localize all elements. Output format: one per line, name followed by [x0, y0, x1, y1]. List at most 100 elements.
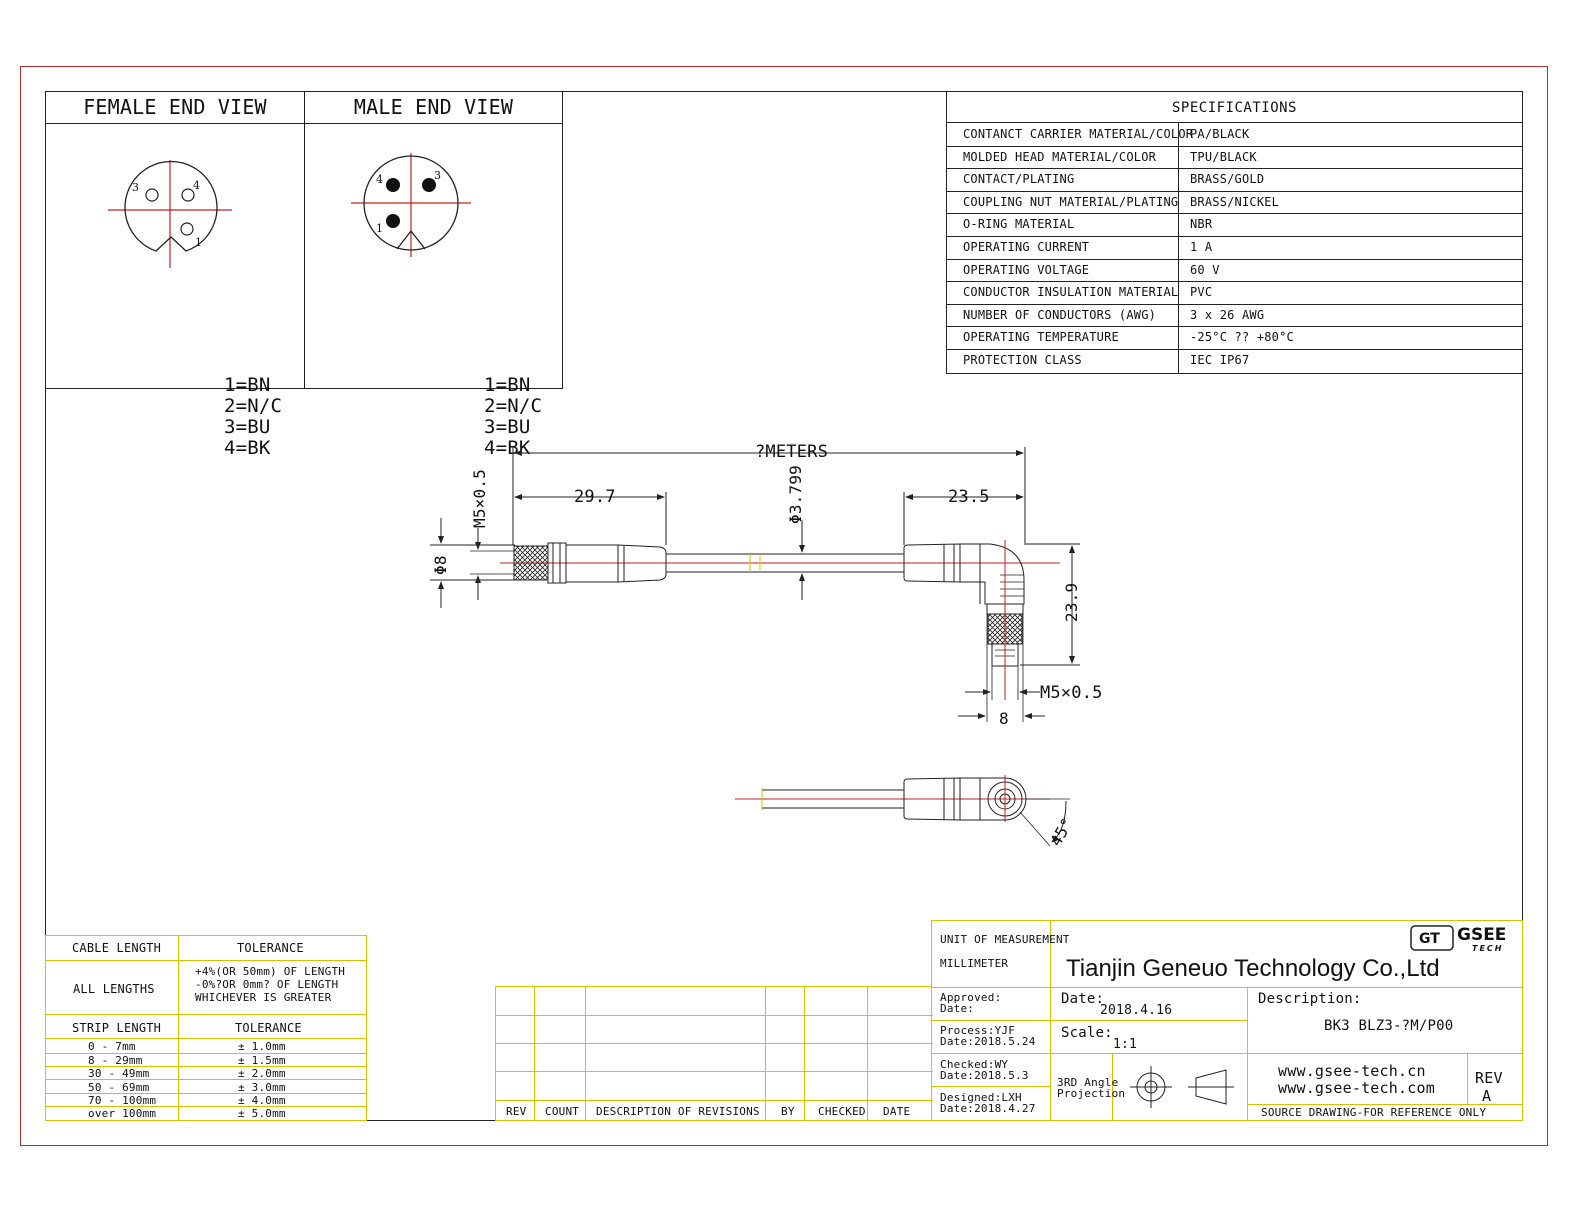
projection-line: 3RD Angle: [1057, 1076, 1119, 1089]
strip-tolerance: ± 2.0mm: [238, 1067, 286, 1080]
strip-tolerance: ± 3.0mm: [238, 1081, 286, 1094]
female-molded-head: [513, 542, 667, 584]
spec-value: 1 A: [1190, 240, 1213, 254]
company-logo: [1410, 925, 1454, 951]
unit-of-measurement-label: UNIT OF MEASUREMENT: [940, 933, 1070, 946]
spec-key: O-RING MATERIAL: [963, 217, 1075, 232]
spec-value: PA/BLACK: [1190, 127, 1250, 141]
male-pin-label-4: 4: [376, 173, 383, 186]
female-connector-face: [108, 160, 232, 268]
spec-value: 60 V: [1190, 262, 1220, 277]
angled-height-label: 23.9: [1062, 582, 1081, 622]
angled-head-length-dimension: [903, 492, 1024, 545]
specifications-title: SPECIFICATIONS: [947, 92, 1522, 123]
revision-header: DESCRIPTION OF REVISIONS: [596, 1105, 760, 1118]
tolerance-table: CABLE LENGTH TOLERANCE ALL LENGTHS +4%(O…: [45, 935, 367, 1121]
female-thread-label: M5×0.5: [470, 469, 489, 528]
description-value: BK3 BLZ3-?M/P00: [1324, 1018, 1454, 1034]
overall-length-dimension: [512, 447, 1026, 545]
strip-range: 8 - 29mm: [88, 1054, 143, 1067]
cable-diameter-label: Φ3.799: [786, 465, 805, 524]
rev-value: A: [1482, 1087, 1492, 1105]
logo-name: GSEE: [1457, 925, 1507, 945]
male-pin-label-3: 3: [434, 169, 441, 182]
spec-key: COUPLING NUT MATERIAL/PLATING: [963, 194, 1179, 209]
all-lengths-tolerance-line: WHICHEVER IS GREATER: [195, 991, 332, 1004]
wiring-entry: 1=BN: [484, 374, 531, 396]
logo-subtitle: TECH: [1472, 944, 1504, 953]
title-block: UNIT OF MEASUREMENT MILLIMETER Tianjin G…: [931, 920, 1523, 1121]
revision-header: DATE: [883, 1105, 911, 1118]
wiring-entry: 3=BU: [224, 416, 271, 438]
logo-mark: GT: [1419, 931, 1440, 947]
spec-row: NUMBER OF CONDUCTORS (AWG)3 x 26 AWG: [947, 304, 1522, 328]
revisions-table: REV COUNT DESCRIPTION OF REVISIONS BY CH…: [495, 986, 933, 1121]
revision-header: REV: [506, 1105, 527, 1118]
website-cn: www.gsee-tech.cn: [1278, 1062, 1426, 1080]
scale-label: Scale:: [1061, 1025, 1113, 1041]
spec-key: OPERATING TEMPERATURE: [963, 330, 1119, 345]
strip-length-header: STRIP LENGTH: [72, 1021, 162, 1035]
spec-value: BRASS/NICKEL: [1190, 194, 1280, 209]
designed-date: Date:2018.4.27: [940, 1102, 1036, 1115]
scale-value: 1:1: [1113, 1037, 1138, 1052]
spec-value: -25°C ?? +80°C: [1190, 330, 1294, 345]
strip-range: 0 - 7mm: [88, 1040, 136, 1053]
process-by: Process:YJF: [940, 1024, 1016, 1037]
female-diameter-dimensions: [430, 518, 515, 608]
tolerance-header: TOLERANCE: [237, 941, 304, 955]
spec-row: OPERATING CURRENT 1 A: [947, 236, 1522, 260]
website-com: www.gsee-tech.com: [1278, 1079, 1435, 1097]
projection-line: Projection: [1057, 1087, 1126, 1100]
angled-molded-head: [903, 540, 1025, 700]
spec-key: PROTECTION CLASS: [963, 353, 1082, 367]
male-end-view-panel: MALE END VIEW 4 3 1 1=BN 2=N/C 3=BU 4=BK: [304, 91, 563, 459]
spec-key: CONTACT/PLATING: [963, 172, 1075, 187]
checked-by: Checked:WY: [940, 1058, 1009, 1071]
strip-tolerance: ± 1.5mm: [238, 1054, 286, 1067]
wiring-entry: 2=N/C: [224, 395, 283, 417]
female-head-length-dimension: [514, 492, 667, 545]
date-value: 2018.4.16: [1100, 1003, 1173, 1018]
third-angle-projection-symbol: [1130, 1066, 1234, 1108]
strip-tolerance: ± 1.0mm: [238, 1040, 286, 1053]
male-wiring-legend: 1=BN 2=N/C 3=BU 4=BK: [484, 375, 542, 459]
drawing-outer-border: [20, 66, 1548, 1146]
angled-width-label: 8: [999, 709, 1009, 728]
spec-value: PVC: [1190, 285, 1213, 300]
angled-bottom-dimensions: [958, 614, 1045, 722]
spec-key: OPERATING CURRENT: [963, 240, 1090, 254]
strip-range: over 100mm: [88, 1107, 157, 1120]
spec-key: CONTANCT CARRIER MATERIAL/COLOR: [963, 127, 1194, 141]
female-pin-label-1: 1: [195, 236, 202, 249]
male-pin-label-1: 1: [376, 222, 383, 235]
all-lengths-label: ALL LENGTHS: [73, 982, 155, 996]
revision-header: BY: [781, 1105, 795, 1118]
date-label: Date:: [1061, 991, 1105, 1007]
approved-label: Approved:: [940, 991, 1002, 1004]
wiring-entry: 3=BU: [484, 416, 531, 438]
spec-value: NBR: [1190, 217, 1213, 232]
wiring-entry: 2=N/C: [484, 395, 543, 417]
all-lengths-tolerance-line: +4%(OR 50mm) OF LENGTH: [195, 965, 346, 978]
strip-tolerance-header: TOLERANCE: [235, 1021, 302, 1035]
revision-header: CHECKED: [818, 1105, 866, 1118]
wiring-entry: 1=BN: [224, 374, 271, 396]
wiring-entry: 4=BK: [224, 437, 271, 459]
male-end-view-title: MALE END VIEW: [305, 92, 562, 124]
overall-length-label: ?METERS: [755, 442, 829, 462]
specifications-table: SPECIFICATIONS CONTANCT CARRIER MATERIAL…: [946, 91, 1523, 374]
spec-row: O-RING MATERIAL NBR: [947, 213, 1522, 237]
female-head-length-label: 29.7: [574, 487, 616, 507]
process-date: Date:2018.5.24: [940, 1035, 1036, 1048]
spec-value: TPU/BLACK: [1190, 149, 1257, 164]
spec-row: OPERATING TEMPERATURE -25°C ?? +80°C: [947, 326, 1522, 350]
male-connector-face: [351, 153, 471, 257]
all-lengths-tolerance-line: -0%?OR 0mm? OF LENGTH: [195, 978, 339, 991]
